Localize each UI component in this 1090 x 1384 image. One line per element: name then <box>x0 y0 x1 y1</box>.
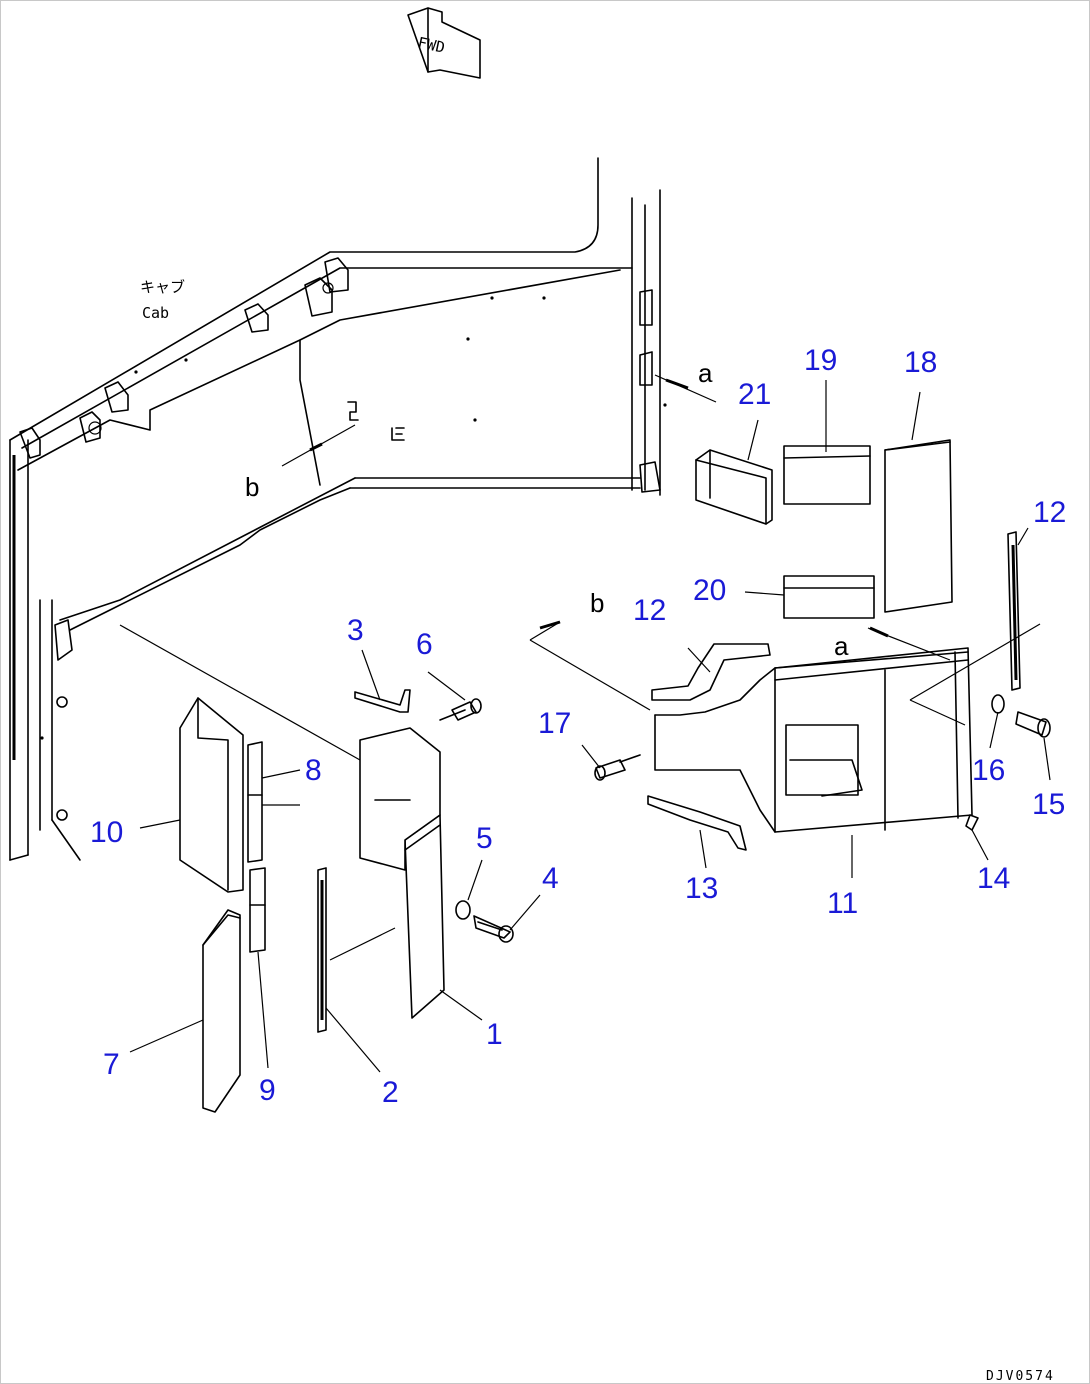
part-10-pad <box>179 697 244 893</box>
part-4-bolt <box>473 915 514 943</box>
callout-5: 5 <box>476 822 493 855</box>
cab-label-jp: キャブ <box>140 278 185 296</box>
part-21-block <box>695 449 773 525</box>
callout-leaders <box>129 380 1051 1073</box>
callout-13: 13 <box>685 872 718 905</box>
callout-10: 10 <box>90 816 123 849</box>
callout-19: 19 <box>804 344 837 377</box>
clip-b-icon <box>347 401 405 441</box>
part-14-clip <box>965 814 979 831</box>
callout-21: 21 <box>738 378 771 411</box>
part-13-bracket <box>647 795 747 851</box>
callout-15: 15 <box>1032 788 1065 821</box>
part-2-strip <box>317 867 327 1033</box>
part-1-cover <box>359 727 445 1019</box>
callout-14: 14 <box>977 862 1010 895</box>
callout-17: 17 <box>538 707 571 740</box>
view-letter-b-duct: b <box>590 588 604 618</box>
callout-12-left: 12 <box>633 594 666 627</box>
callout-3: 3 <box>347 614 364 647</box>
callout-1: 1 <box>486 1018 503 1051</box>
fwd-direction-icon: FWD <box>407 7 481 79</box>
part-6-screw <box>439 698 482 721</box>
part-12-bracket <box>651 643 771 701</box>
part-8-pad <box>247 741 263 863</box>
callout-9: 9 <box>259 1074 276 1107</box>
callout-4: 4 <box>542 862 559 895</box>
part-19-pad <box>783 445 871 505</box>
callout-8: 8 <box>305 754 322 787</box>
callout-16: 16 <box>972 754 1005 787</box>
callout-18: 18 <box>904 346 937 379</box>
part-3-clip <box>354 689 411 713</box>
cab-frame <box>9 157 667 861</box>
callout-7: 7 <box>103 1048 120 1081</box>
view-letter-a-cab: a <box>698 358 713 388</box>
callout-6: 6 <box>416 628 433 661</box>
part-7-pad <box>202 909 241 1113</box>
part-18-pad <box>884 439 953 613</box>
part-16-washer <box>991 694 1005 714</box>
view-letter-a-duct: a <box>834 631 849 661</box>
part-17-screw <box>594 754 641 781</box>
view-letter-b-cab: b <box>245 472 259 502</box>
callout-2: 2 <box>382 1076 399 1109</box>
part-9-pad <box>249 867 266 953</box>
part-20-pad <box>783 575 875 619</box>
part-15-bolt <box>1015 711 1051 738</box>
callout-12-right: 12 <box>1033 496 1066 529</box>
part-5-washer <box>455 900 471 920</box>
part-12-strip-right <box>1007 531 1021 691</box>
drawing-code: DJV0574 <box>986 1369 1055 1384</box>
fwd-label: FWD <box>416 34 446 57</box>
part-11-duct <box>654 647 973 833</box>
callout-20: 20 <box>693 574 726 607</box>
cab-label: Cab <box>142 304 169 322</box>
callout-11: 11 <box>827 887 858 920</box>
